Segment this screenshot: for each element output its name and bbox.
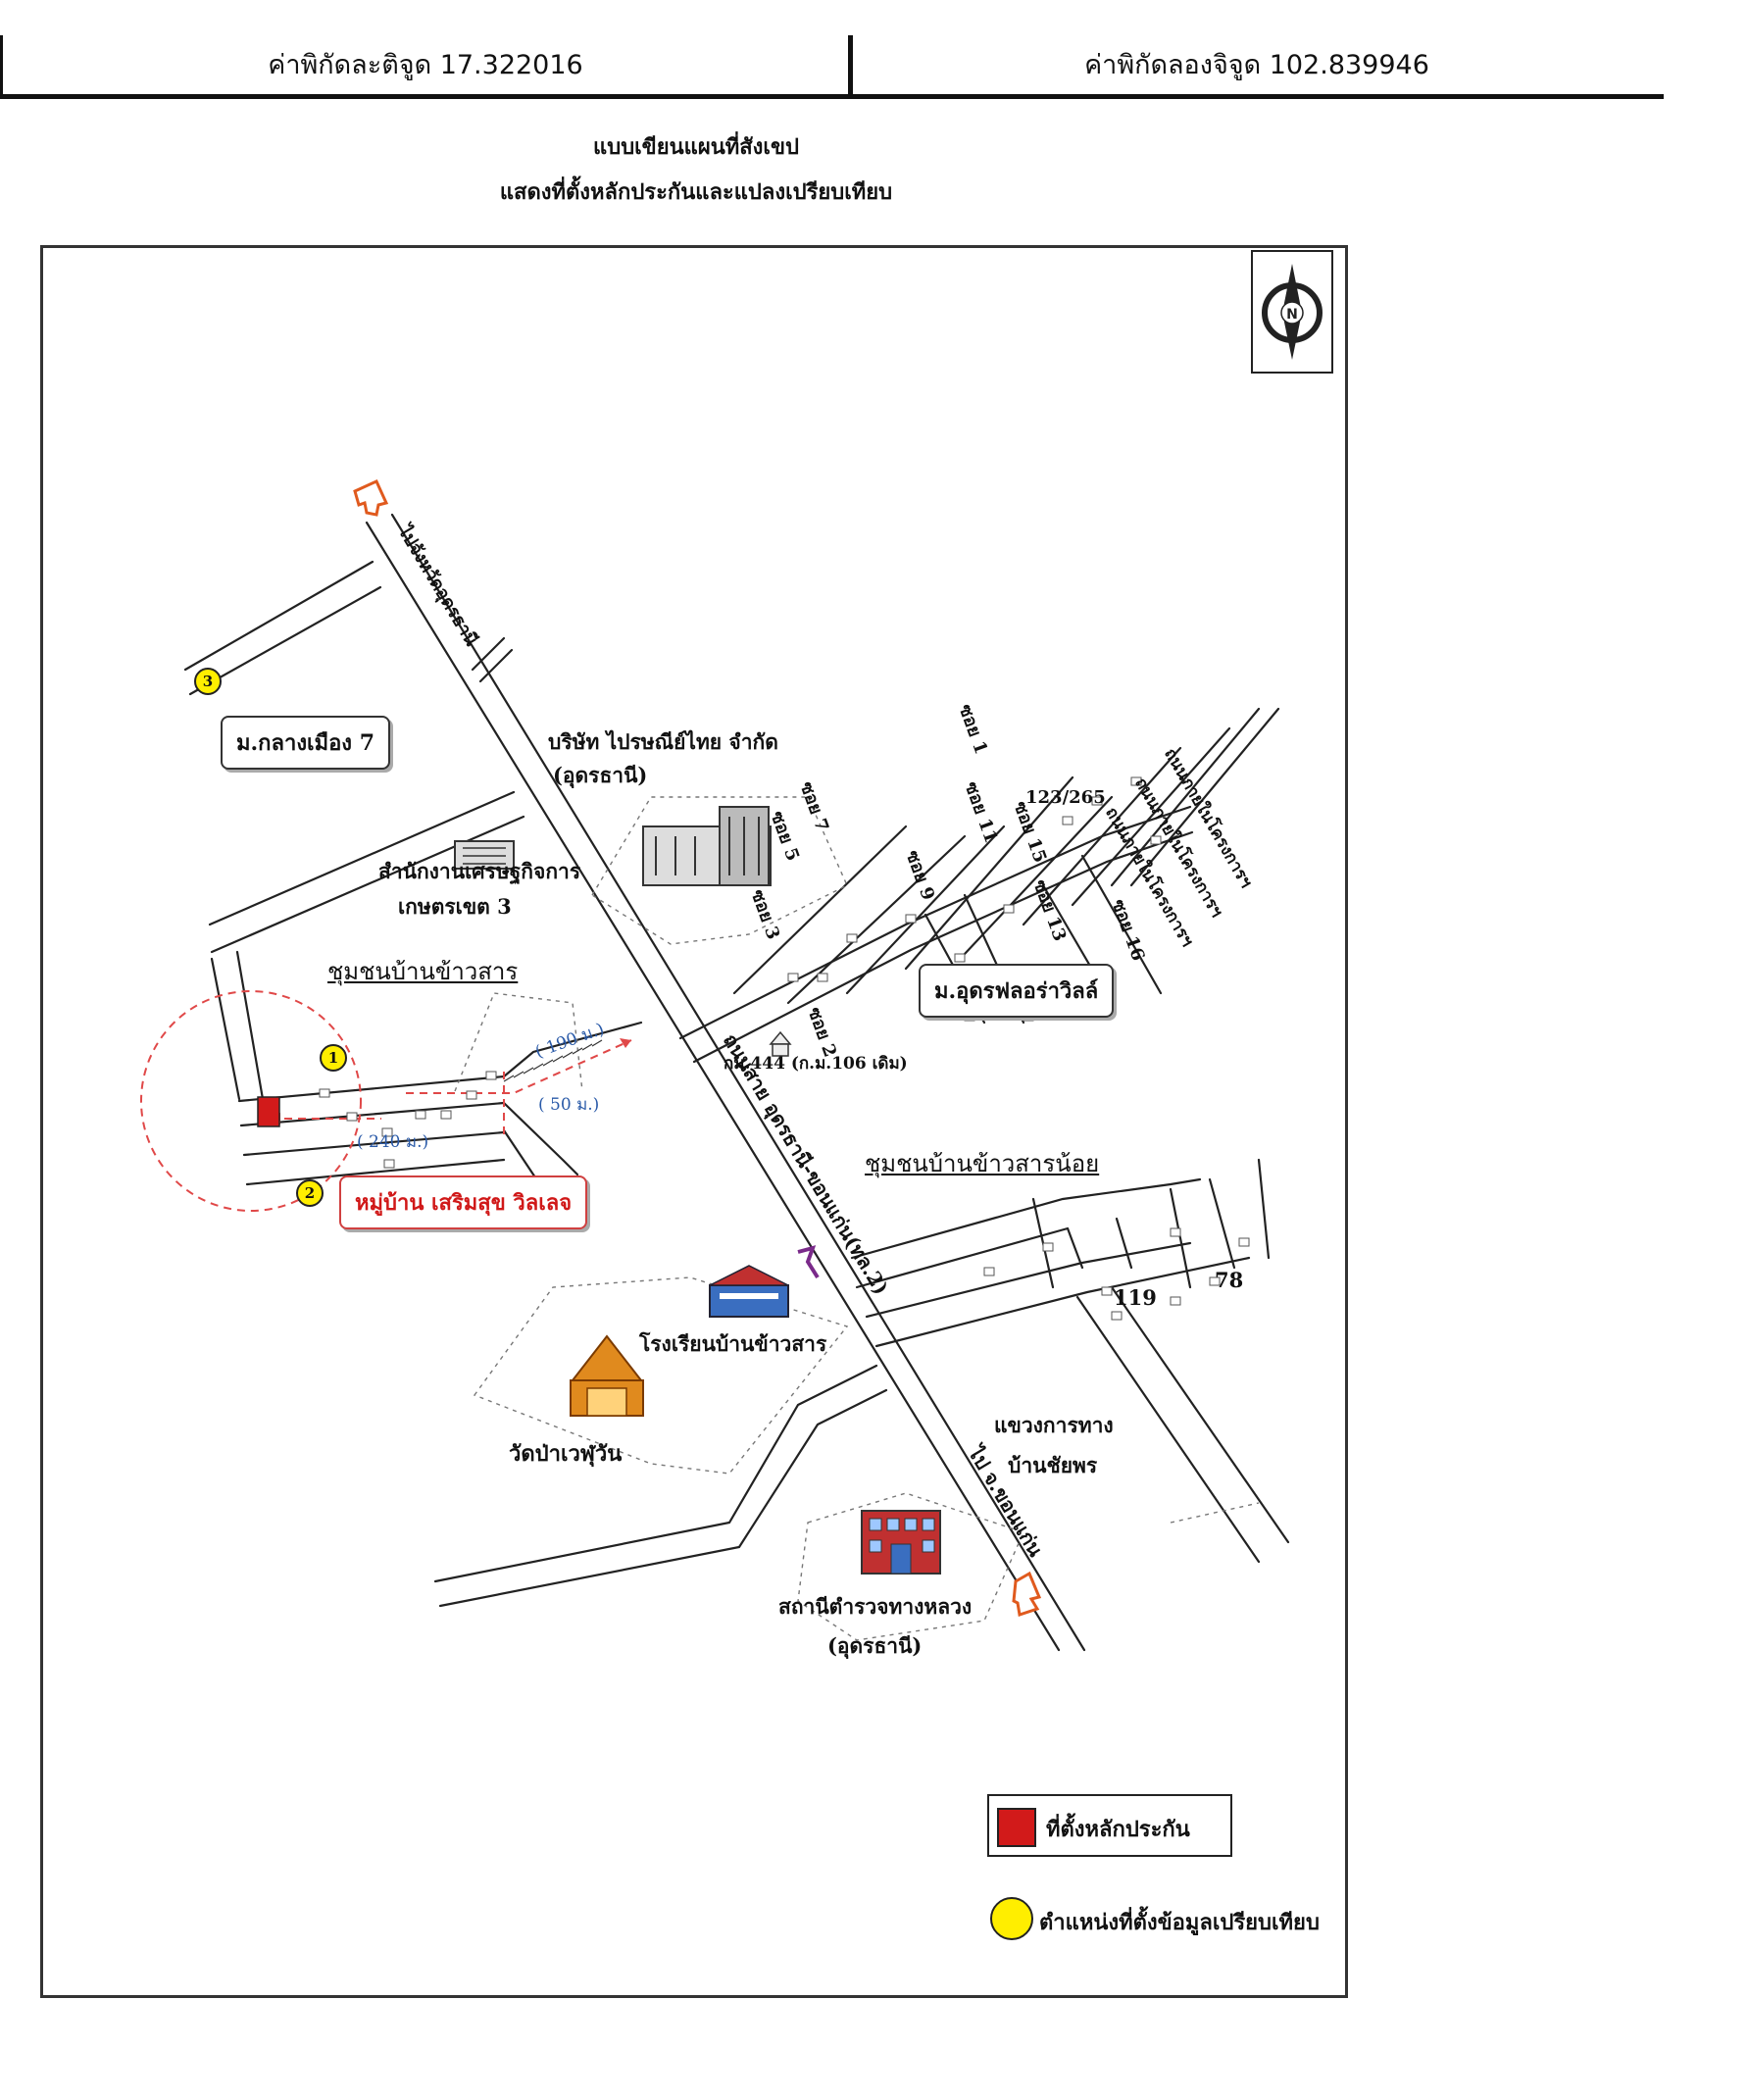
longitude-cell: ค่าพิกัดลองจิจูด 102.839946 [850,35,1664,99]
latitude-cell: ค่าพิกัดละติจูด 17.322016 [0,35,853,99]
thailand-post-sub-label: (อุดรธานี) [553,763,648,787]
house-119-label: 119 [1114,1285,1157,1310]
north-letter: N [1286,307,1298,323]
address-123-label: 123/265 [1025,787,1106,808]
police-sub-label: (อุดรธานี) [827,1633,923,1658]
post-building-icon [642,806,772,886]
legend-collateral-swatch [997,1808,1036,1847]
comparison-marker-3: 3 [194,668,222,695]
thailand-post-label: บริษัท ไปรษณีย์ไทย จำกัด [548,729,778,754]
north-arrow-box: N [1251,250,1333,374]
temple-icon [570,1334,644,1417]
north-arrow-icon: N [1262,264,1323,360]
school-label: โรงเรียนบ้านข้าวสาร [639,1331,827,1356]
house-78-label: 78 [1215,1268,1244,1292]
legend-collateral: ที่ตั้งหลักประกัน [987,1794,1232,1857]
comparison-marker-1: 1 [320,1044,347,1072]
agri-office-icon [454,840,515,870]
legend-collateral-label: ที่ตั้งหลักประกัน [1046,1817,1190,1842]
udon-flora-label: ม.อุดรฟลอร่าวิลล์ [919,964,1115,1018]
km-label: กม.444 (ก.ม.106 เดิม) [724,1054,908,1074]
highway-district-label: แขวงการทาง [994,1413,1114,1437]
map-subtitle: แสดงที่ตั้งหลักประกันและแปลงเปรียบเทียบ [499,179,893,205]
main-highway-edge-a [365,521,1061,1652]
klang-muang-label: ม.กลางเมือง 7 [221,716,391,770]
collateral-radius [140,990,362,1212]
latitude-label: ค่าพิกัดละติจูด 17.322016 [268,50,583,80]
khao-san-noi-label: ชุมชนบ้านข้าวสารน้อย [865,1150,1100,1177]
legend-comparison-swatch [990,1897,1033,1940]
highway-district-sub-label: บ้านชัยพร [1008,1453,1098,1477]
police-icon [861,1510,941,1575]
distance-240-label: ( 240 ม.) [357,1132,429,1152]
temple-label: วัดป่าเวฬุวัน [509,1441,623,1467]
agri-office-sub-label: เกษตรเขต 3 [398,894,512,919]
map-frame: N 3 1 2 ม.กลางเมือง 7 ม.อุดรฟลอร่าวิลล์ … [40,245,1348,1998]
map-canvas [140,479,1290,1652]
agri-office-label: สำนักงานเศรษฐกิจการ [378,859,581,883]
legend-comparison-label: ตำแหน่งที่ตั้งข้อมูลเปรียบเทียบ [1039,1910,1320,1935]
map-title: แบบเขียนแผนที่สังเขป [593,134,799,160]
direction-arrow-north [353,479,389,517]
school-icon [709,1245,820,1318]
direction-arrow-south [1012,1571,1042,1617]
distance-50-label: ( 50 ม.) [538,1095,600,1115]
khao-san-community-label: ชุมชนบ้านข้าวสาร [327,958,519,985]
km-post-icon [769,1030,792,1057]
village-label: หมู่บ้าน เสริมสุข วิลเลจ [339,1175,588,1229]
police-label: สถานีตำรวจทางหลวง [778,1594,973,1619]
collateral-location [257,1096,280,1127]
main-highway-edge-b [390,513,1086,1652]
comparison-marker-2: 2 [296,1179,324,1207]
longitude-label: ค่าพิกัดลองจิจูด 102.839946 [1084,50,1429,80]
